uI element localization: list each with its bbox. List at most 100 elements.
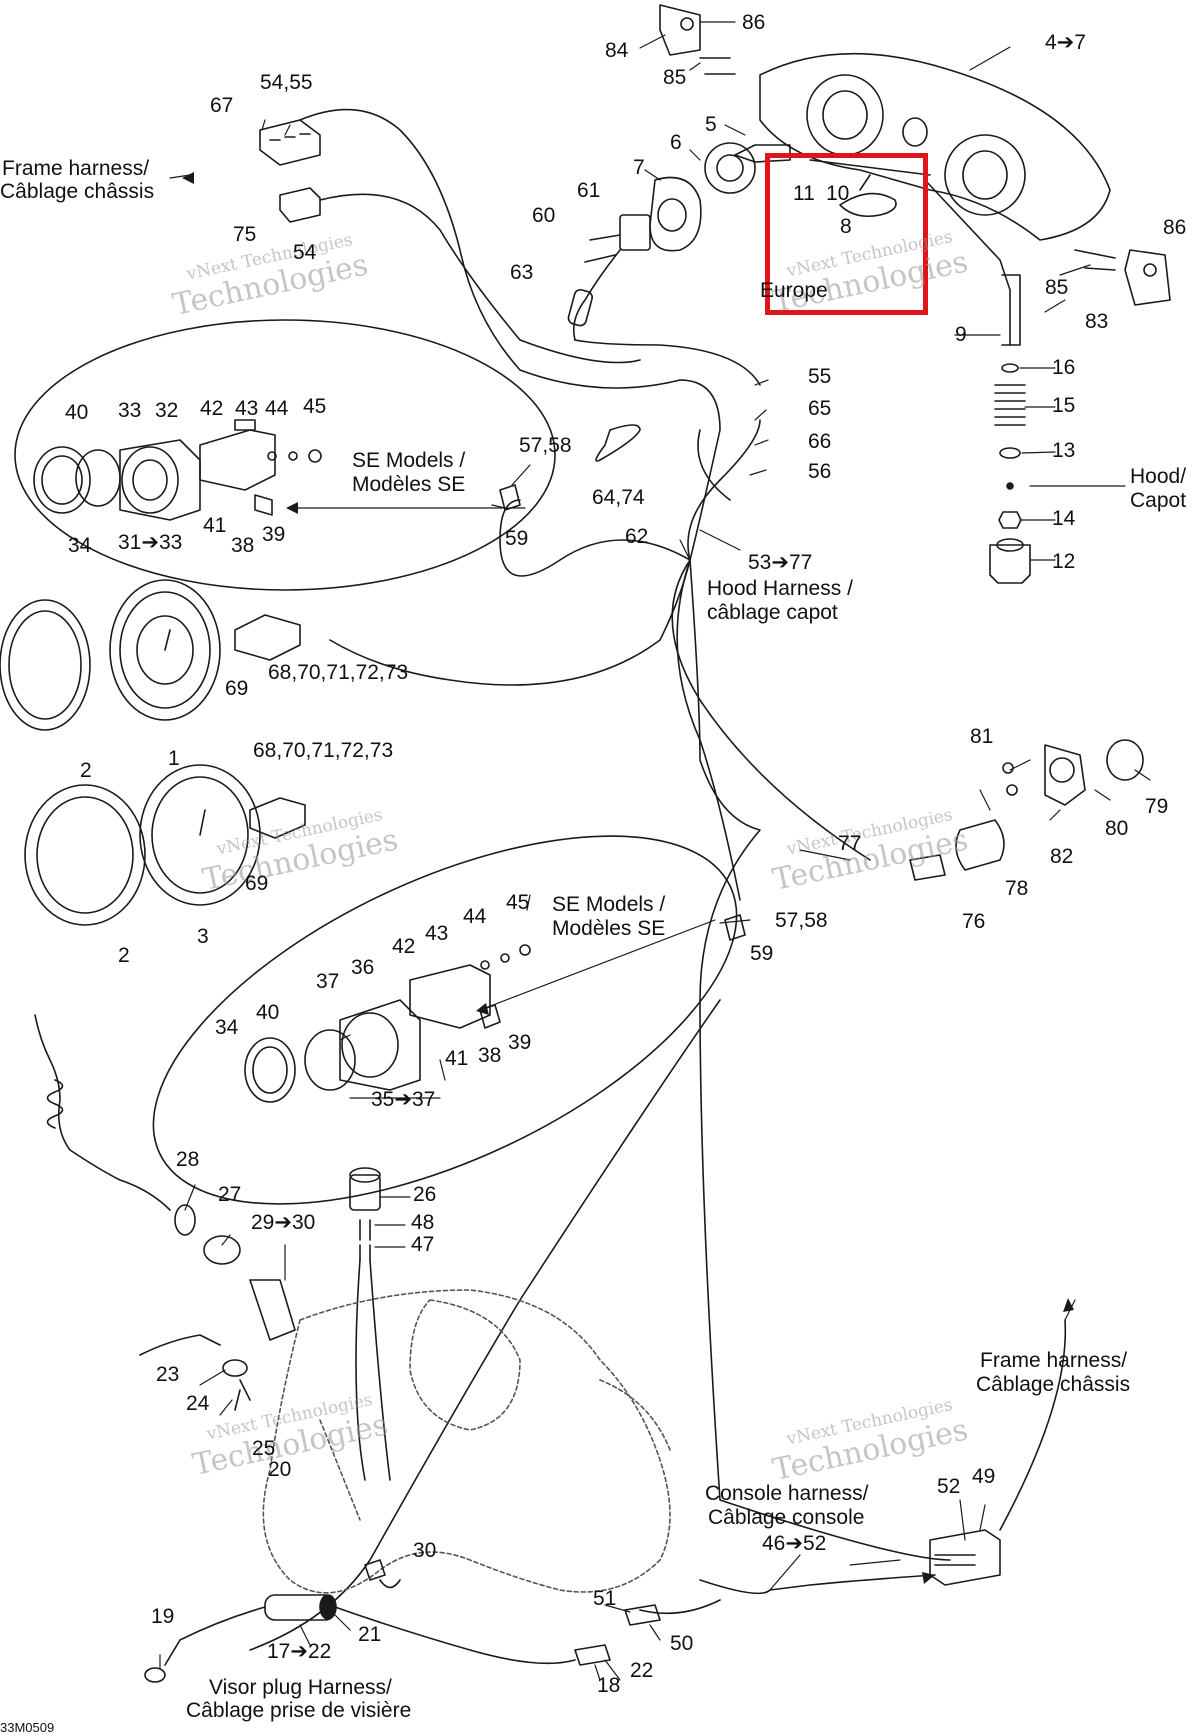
label-frame-harness-top-en: Frame harness/: [2, 157, 150, 180]
label-11: 11: [793, 182, 815, 205]
label-9: 9: [955, 323, 967, 346]
label-2a: 2: [80, 759, 92, 782]
label-40b: 40: [256, 1001, 280, 1024]
label-18: 18: [597, 1674, 621, 1697]
label-38a: 38: [231, 534, 255, 557]
label-51: 51: [593, 1587, 617, 1610]
label-console-harness-en: Console harness/: [705, 1482, 869, 1505]
label-32: 32: [155, 399, 179, 422]
gauge-assembly-mid: [244, 914, 746, 1103]
label-76: 76: [962, 910, 986, 933]
label-43b: 43: [425, 922, 449, 945]
label-59a: 59: [505, 527, 529, 550]
label-37: 37: [316, 970, 340, 993]
label-15: 15: [1052, 394, 1076, 417]
label-63: 63: [510, 261, 534, 284]
switch-26: [349, 1167, 391, 1481]
label-19: 19: [151, 1605, 175, 1628]
label-frame-harness-bottom-fr: Câblage châssis: [976, 1373, 1131, 1396]
tether-cord: [34, 1014, 296, 1341]
label-27: 27: [218, 1183, 242, 1206]
label-14: 14: [1052, 507, 1076, 530]
label-hood-harness-en: Hood Harness /: [707, 577, 853, 600]
label-80: 80: [1105, 817, 1129, 840]
label-12: 12: [1052, 550, 1076, 573]
label-85a: 85: [663, 66, 687, 89]
label-68-73b: 68,70,71,72,73: [253, 739, 394, 762]
label-78: 78: [1005, 877, 1029, 900]
label-69b: 69: [245, 872, 269, 895]
label-77: 77: [838, 832, 862, 855]
label-79: 79: [1145, 795, 1169, 818]
label-52: 52: [937, 1475, 961, 1498]
gauge-assembly-top: [33, 419, 641, 521]
label-60: 60: [532, 204, 556, 227]
label-7: 7: [633, 156, 645, 179]
label-59b: 59: [750, 942, 774, 965]
label-frame-harness-top-fr: Câblage châssis: [0, 180, 155, 203]
label-44b: 44: [463, 905, 487, 928]
label-65: 65: [808, 397, 832, 420]
label-82: 82: [1050, 845, 1074, 868]
label-43a: 43: [235, 397, 259, 420]
label-10: 10: [826, 182, 850, 205]
connector-30: [364, 1559, 401, 1589]
label-29-30: 29➔30: [251, 1211, 316, 1234]
label-3: 3: [197, 925, 209, 948]
label-5: 5: [705, 113, 717, 136]
label-57-58a: 57,58: [519, 434, 572, 457]
label-49: 49: [972, 1465, 996, 1488]
parts-23-25: [139, 1334, 251, 1411]
bracket-83: [1074, 249, 1171, 306]
label-39a: 39: [262, 523, 286, 546]
adjuster-stack: [924, 179, 1031, 584]
label-85b: 85: [1045, 276, 1069, 299]
label-visor-plug-fr: Câblage prise de visière: [186, 1699, 412, 1722]
label-hood-en: Hood/: [1130, 465, 1187, 488]
label-48: 48: [411, 1211, 435, 1234]
label-41b: 41: [445, 1047, 469, 1070]
label-6: 6: [670, 131, 682, 154]
label-46-52: 46➔52: [762, 1532, 827, 1555]
connectors-54-55: [259, 119, 321, 223]
label-44a: 44: [265, 397, 289, 420]
label-visor-plug-en: Visor plug Harness/: [209, 1676, 392, 1699]
label-se-models-mid-en: SE Models /: [552, 893, 666, 916]
se-models-callout-mid: [152, 835, 738, 1205]
label-8: 8: [840, 215, 852, 238]
label-61: 61: [577, 179, 601, 202]
bracket-84: [659, 4, 736, 75]
label-45a: 45: [303, 395, 327, 418]
visor-plug: [144, 1594, 576, 1683]
label-23: 23: [156, 1363, 180, 1386]
label-64-74: 64,74: [592, 486, 645, 509]
label-40a: 40: [65, 401, 89, 424]
console-body: [262, 1289, 671, 1594]
label-67: 67: [210, 94, 234, 117]
label-35-37: 35➔37: [371, 1088, 436, 1111]
label-europe: Europe: [760, 279, 828, 302]
label-42b: 42: [392, 935, 416, 958]
gauge-1: [0, 579, 221, 731]
label-57-58b: 57,58: [775, 909, 828, 932]
label-21: 21: [358, 1623, 382, 1646]
label-39b: 39: [508, 1031, 532, 1054]
label-30: 30: [413, 1539, 437, 1562]
label-45b: 45: [506, 891, 530, 914]
label-hood-fr: Capot: [1130, 489, 1187, 512]
label-se-models-top-fr: Modèles SE: [352, 473, 466, 496]
label-86a: 86: [742, 11, 766, 34]
label-se-models-top-en: SE Models /: [352, 449, 466, 472]
label-17-22: 17➔22: [267, 1640, 332, 1663]
label-69a: 69: [225, 677, 249, 700]
label-31-33: 31➔33: [118, 531, 183, 554]
label-2b: 2: [118, 944, 130, 967]
label-54-55: 54,55: [260, 71, 313, 94]
label-4-7: 4➔7: [1045, 31, 1086, 54]
label-81: 81: [970, 725, 994, 748]
label-36: 36: [351, 956, 375, 979]
label-13: 13: [1052, 439, 1076, 462]
label-frame-harness-bottom-en: Frame harness/: [980, 1349, 1128, 1372]
label-34a: 34: [68, 534, 92, 557]
